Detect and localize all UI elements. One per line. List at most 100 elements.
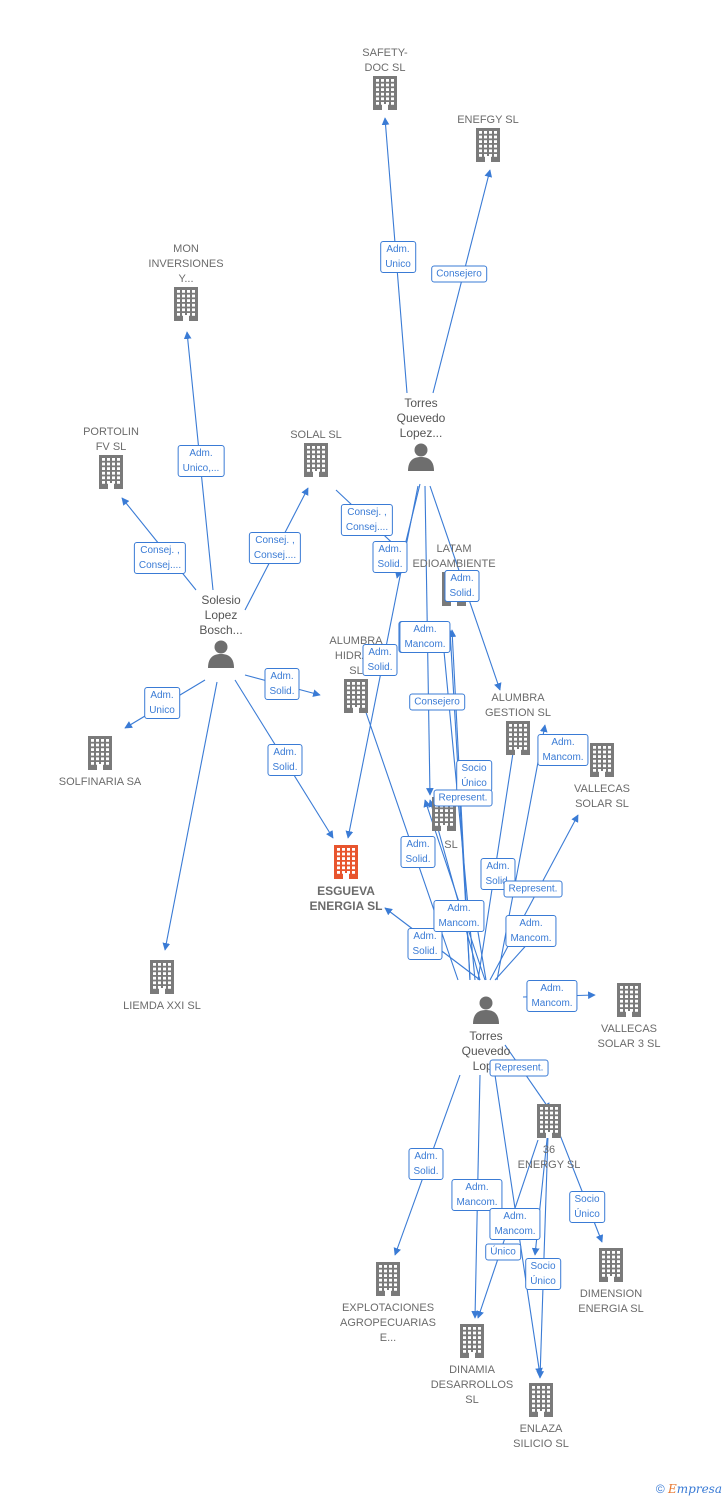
relation-label[interactable]: Adm. Mancom. — [489, 1208, 541, 1240]
relation-label[interactable]: Adm. Mancom. — [451, 1179, 503, 1211]
brand-watermark: © Empresa — [656, 1482, 722, 1496]
relation-label[interactable]: Adm. Solid. — [264, 668, 300, 700]
building-icon — [149, 960, 175, 999]
relation-label[interactable]: Represent. — [433, 789, 493, 807]
building-icon — [459, 1324, 485, 1363]
relation-label[interactable]: Adm. Mancom. — [399, 621, 451, 653]
copyright-symbol: © — [655, 1482, 665, 1496]
company-alumbra-gestion[interactable]: ALUMBRA GESTION SL — [473, 691, 563, 760]
relation-label[interactable]: Adm. Unico — [144, 687, 180, 719]
person-icon — [206, 638, 236, 673]
relation-label[interactable]: Adm. Mancom. — [537, 734, 589, 766]
node-label: VALLECAS SOLAR SL — [573, 783, 631, 810]
node-label: ENLAZA SILICIO SL — [513, 1423, 569, 1450]
node-label: DINAMIA DESARROLLOS SL — [430, 1364, 514, 1406]
company-energy-36[interactable]: 36 ENERGY SL — [509, 1104, 589, 1173]
node-label: PORTOLIN FV SL — [83, 426, 139, 453]
node-label: EXPLOTACIONES AGROPECUARIAS E... — [340, 1302, 436, 1344]
relation-label[interactable]: Adm. Solid. — [444, 570, 480, 602]
company-esgueva[interactable]: ESGUEVA ENERGIA SL — [294, 845, 398, 914]
relation-label[interactable]: Adm. Solid. — [372, 541, 408, 573]
person-torres-quevedo-1[interactable]: Torres Quevedo Lopez... — [376, 396, 466, 476]
building-icon — [528, 1383, 554, 1422]
company-vallecas-solar[interactable]: VALLECAS SOLAR SL — [562, 743, 642, 812]
edge-line — [559, 1134, 604, 1243]
relation-label[interactable]: Adm. Solid. — [267, 744, 303, 776]
node-label: SOLAL SL — [290, 429, 342, 441]
company-unnamed-sl-label: SL — [440, 838, 462, 853]
node-label: Torres Quevedo Lopez... — [396, 396, 446, 440]
building-icon — [372, 76, 398, 115]
company-portolin[interactable]: PORTOLIN FV SL — [71, 425, 151, 494]
node-label: Solesio Lopez Bosch... — [199, 593, 243, 637]
brand-initial: E — [668, 1482, 677, 1496]
relation-label[interactable]: Socio Único — [456, 760, 492, 792]
relation-label[interactable]: Adm. Mancom. — [433, 900, 485, 932]
building-icon — [475, 128, 501, 167]
company-liemda[interactable]: LIEMDA XXI SL — [112, 960, 212, 1014]
company-dinamia[interactable]: DINAMIA DESARROLLOS SL — [420, 1324, 524, 1408]
relation-label[interactable]: Adm. Unico,... — [177, 445, 225, 477]
node-label: DIMENSION ENERGIA SL — [578, 1288, 644, 1315]
person-icon — [471, 994, 501, 1029]
building-icon — [303, 443, 329, 482]
node-label: LATAM EDIOAMBIENTE — [412, 543, 496, 570]
relation-label[interactable]: Represent. — [489, 1059, 549, 1077]
relation-label[interactable]: Socio Único — [525, 1258, 561, 1290]
relation-label[interactable]: Adm. Mancom. — [505, 915, 557, 947]
company-enlaza[interactable]: ENLAZA SILICIO SL — [496, 1383, 586, 1452]
edge-line — [504, 1044, 551, 1111]
node-label: MON INVERSIONES Y... — [148, 243, 224, 285]
company-solfinaria[interactable]: SOLFINARIA SA — [50, 736, 150, 790]
relation-label[interactable]: Adm. Solid. — [407, 928, 443, 960]
node-label: VALLECAS SOLAR 3 SL — [597, 1023, 661, 1050]
company-dimension[interactable]: DIMENSION ENERGIA SL — [566, 1248, 656, 1317]
relation-label[interactable]: Consej. , Consej.... — [133, 542, 187, 574]
relation-label[interactable]: Adm. Unico — [380, 241, 416, 273]
node-label: SOLFINARIA SA — [58, 776, 142, 788]
building-icon — [616, 983, 642, 1022]
node-label: 36 ENERGY SL — [517, 1144, 581, 1171]
building-icon — [87, 736, 113, 775]
building-icon — [505, 721, 531, 760]
building-icon — [598, 1248, 624, 1287]
person-solesio[interactable]: Solesio Lopez Bosch... — [176, 593, 266, 673]
company-vallecas-solar3[interactable]: VALLECAS SOLAR 3 SL — [584, 983, 674, 1052]
brand-name: mpresa — [676, 1482, 722, 1496]
node-label: ESGUEVA ENERGIA SL — [309, 884, 383, 913]
building-icon — [589, 743, 615, 782]
edge-line — [536, 1134, 549, 1379]
company-solal[interactable]: SOLAL SL — [276, 428, 356, 482]
edge-line — [496, 724, 548, 981]
relation-label[interactable]: Represent. — [503, 880, 563, 898]
relation-label[interactable]: Consejero — [409, 693, 465, 711]
company-enefgy[interactable]: ENEFGY SL — [448, 113, 528, 167]
company-mon-inversiones[interactable]: MON INVERSIONES Y... — [136, 242, 236, 326]
relation-label[interactable]: Consej. , Consej.... — [340, 504, 394, 536]
relation-label[interactable]: Consejero — [431, 265, 487, 283]
node-label: SL — [444, 839, 458, 851]
building-icon — [536, 1104, 562, 1143]
node-label: LIEMDA XXI SL — [123, 1000, 201, 1012]
node-label: ALUMBRA GESTION SL — [484, 692, 552, 719]
company-explotaciones[interactable]: EXPLOTACIONES AGROPECUARIAS E... — [332, 1262, 444, 1346]
relation-label[interactable]: Adm. Solid. — [408, 1148, 444, 1180]
building-icon — [343, 679, 369, 718]
edge-line — [489, 814, 579, 981]
building-icon — [333, 845, 359, 884]
edge-line — [162, 681, 218, 951]
relation-label[interactable]: Consej. , Consej.... — [248, 532, 302, 564]
company-safety-doc[interactable]: SAFETY- DOC SL — [345, 46, 425, 115]
building-icon — [375, 1262, 401, 1301]
node-label: ENEFGY SL — [457, 114, 519, 126]
building-icon — [98, 455, 124, 494]
node-label: SAFETY- DOC SL — [362, 47, 408, 74]
relation-label[interactable]: Socio Único — [569, 1191, 605, 1223]
relation-label[interactable]: Único — [485, 1243, 521, 1261]
relation-label[interactable]: Adm. Solid. — [400, 836, 436, 868]
building-icon — [173, 287, 199, 326]
relation-label[interactable]: Adm. Solid. — [362, 644, 398, 676]
relation-label[interactable]: Adm. Mancom. — [526, 980, 578, 1012]
person-icon — [406, 441, 436, 476]
